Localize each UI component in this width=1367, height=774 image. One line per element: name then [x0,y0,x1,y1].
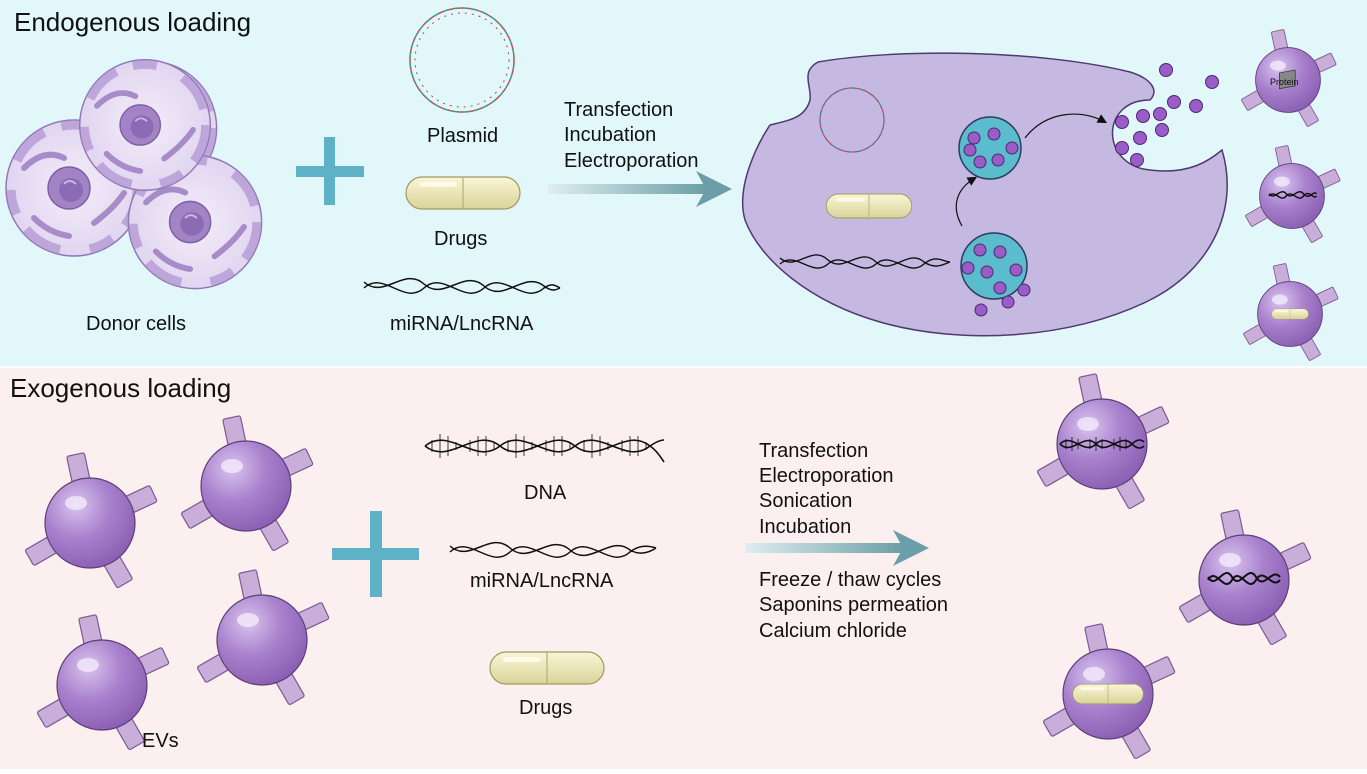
bottom-panel-background [0,368,1367,769]
method-bottom-extra-0: Freeze / thaw cycles [759,569,941,591]
plus-icon [296,137,364,205]
multivesicular-body-lower [960,232,1031,317]
evs-label: EVs [142,730,179,752]
method-top-1: Incubation [564,124,656,146]
transport-arrow-lower [955,176,978,227]
released-exosomes [1115,63,1219,167]
rna-loaded-ev-bottom [1178,509,1312,646]
rna-loaded-ev-top [1244,144,1341,244]
drug-pill-icon [405,176,521,210]
rna-label-top: miRNA/LncRNA [390,313,534,335]
inner-plasmid-icon [819,87,885,153]
rna-strand-icon-bottom [449,541,657,558]
process-arrow-top [548,171,732,207]
rna-label-bottom: miRNA/LncRNA [470,570,614,592]
plasmid-icon [409,7,515,113]
inner-pill-icon [825,193,913,219]
multivesicular-body-upper [958,116,1022,180]
plus-icon-bottom [332,511,419,597]
recipient-cell [741,52,1228,337]
drugs-label-bottom: Drugs [519,697,572,719]
dna-loaded-ev [1036,373,1170,510]
top-panel-title: Endogenous loading [14,7,251,37]
plasmid-label: Plasmid [427,125,498,147]
rna-strand-icon [363,277,561,294]
method-bottom-3: Incubation [759,516,851,538]
method-bottom-extra-2: Calcium chloride [759,620,907,642]
bottom-panel-title: Exogenous loading [10,373,231,403]
drugs-label-top: Drugs [434,228,487,250]
transport-arrow-upper [1024,113,1108,139]
protein-loaded-ev [1240,28,1337,128]
method-bottom-0: Transfection [759,440,868,462]
inner-rna-icon [779,254,951,269]
method-bottom-extra-1: Saponins permeation [759,594,948,616]
dna-label: DNA [524,482,567,504]
drug-pill-icon-bottom [489,651,605,685]
donor-cells-label: Donor cells [86,313,186,335]
process-arrow-bottom [745,530,929,566]
method-top-2: Electroporation [564,150,699,172]
dna-helix-icon [424,434,665,463]
method-bottom-2: Sonication [759,490,852,512]
method-bottom-1: Electroporation [759,465,894,487]
protein-label: Protein [1270,77,1299,87]
method-top-0: Transfection [564,99,673,121]
